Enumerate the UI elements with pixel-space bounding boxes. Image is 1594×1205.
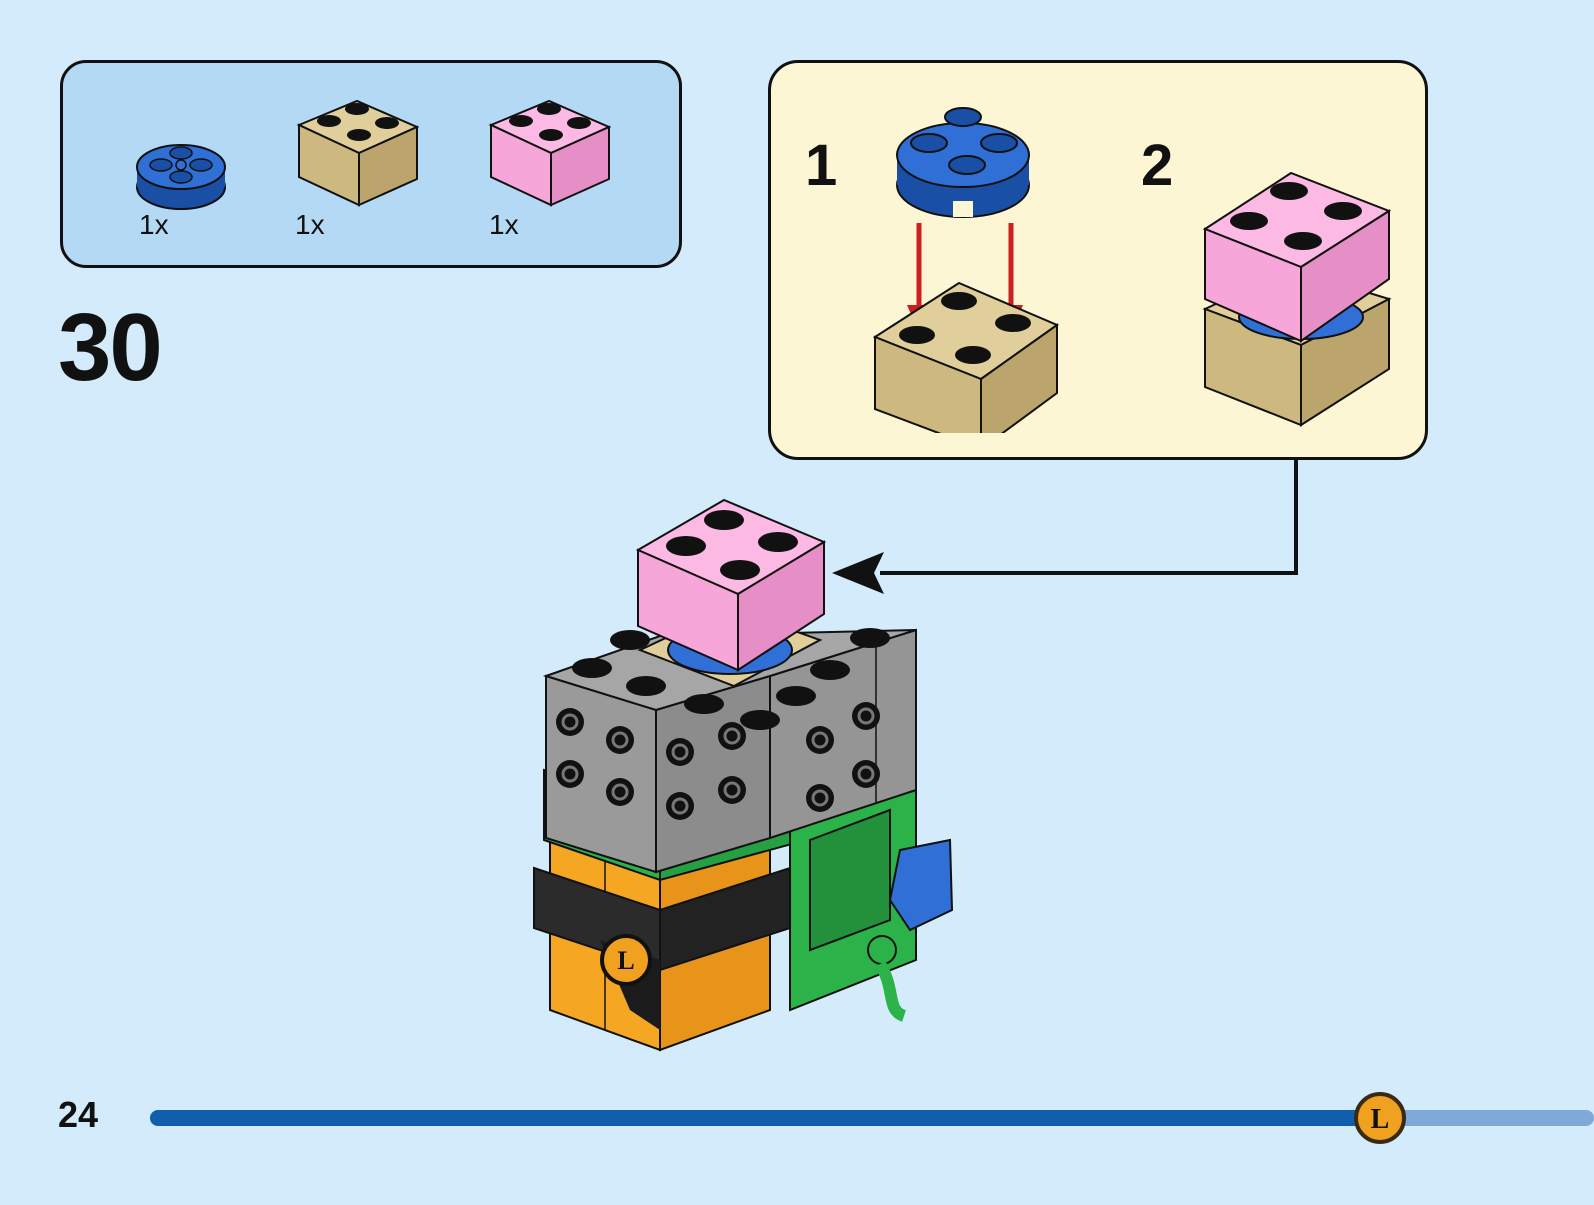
part-tan-brick: 1x (295, 63, 445, 268)
substep-1-illustration (872, 107, 1060, 433)
substep-label-1: 1 (805, 133, 838, 198)
lego-logo-badge-icon: L (1354, 1092, 1406, 1144)
part-quantity: 1x (489, 209, 519, 240)
part-pink-brick: 1x (487, 63, 637, 268)
model-illustration: L (533, 498, 954, 1052)
substep-panel: 1 2 (768, 60, 1428, 460)
pink-brick-icon (1202, 171, 1392, 343)
pink-brick-icon (488, 99, 612, 207)
substep-label-2: 2 (1141, 133, 1174, 198)
part-quantity: 1x (295, 209, 325, 240)
lego-logo-badge-icon (600, 934, 652, 986)
substep-2-illustration (1202, 171, 1392, 427)
part-blue-round-plate: 1x (133, 63, 283, 268)
page-number: 24 (58, 1094, 99, 1135)
svg-text:L: L (1371, 1104, 1390, 1135)
blue-round-plate-icon (136, 144, 226, 210)
step-number: 30 (58, 294, 163, 401)
svg-text:L: L (617, 946, 634, 975)
blue-round-plate-icon (896, 107, 1030, 218)
pink-brick-icon (635, 498, 827, 672)
tan-brick-icon (872, 281, 1060, 433)
parts-list-panel: 1x 1x 1x (60, 60, 682, 268)
part-quantity: 1x (139, 209, 169, 240)
progress-fill (150, 1110, 1392, 1126)
tan-brick-icon (296, 99, 420, 207)
